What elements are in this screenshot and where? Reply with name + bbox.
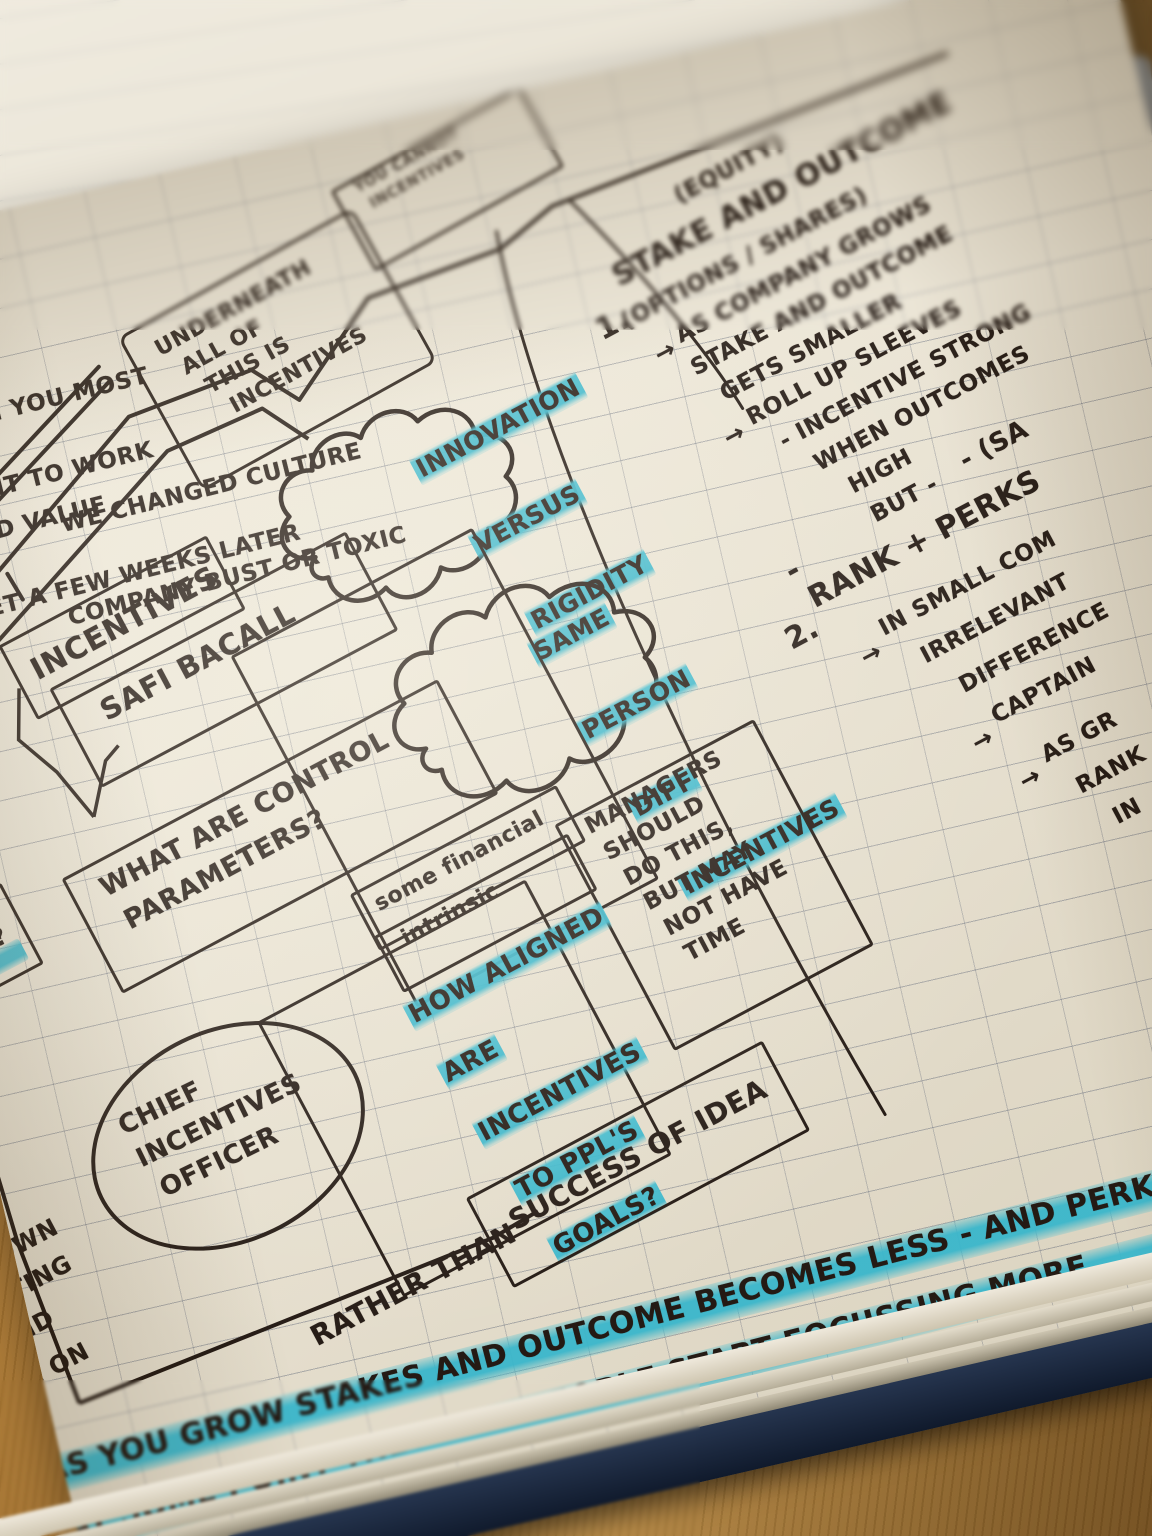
same-person-diff-incentives-cloud: SAME PERSON DIFF INCENTIVES bbox=[331, 499, 848, 903]
innovation-rigidity-cloud: INNOVATION VERSUS RIGIDITY bbox=[219, 334, 657, 678]
